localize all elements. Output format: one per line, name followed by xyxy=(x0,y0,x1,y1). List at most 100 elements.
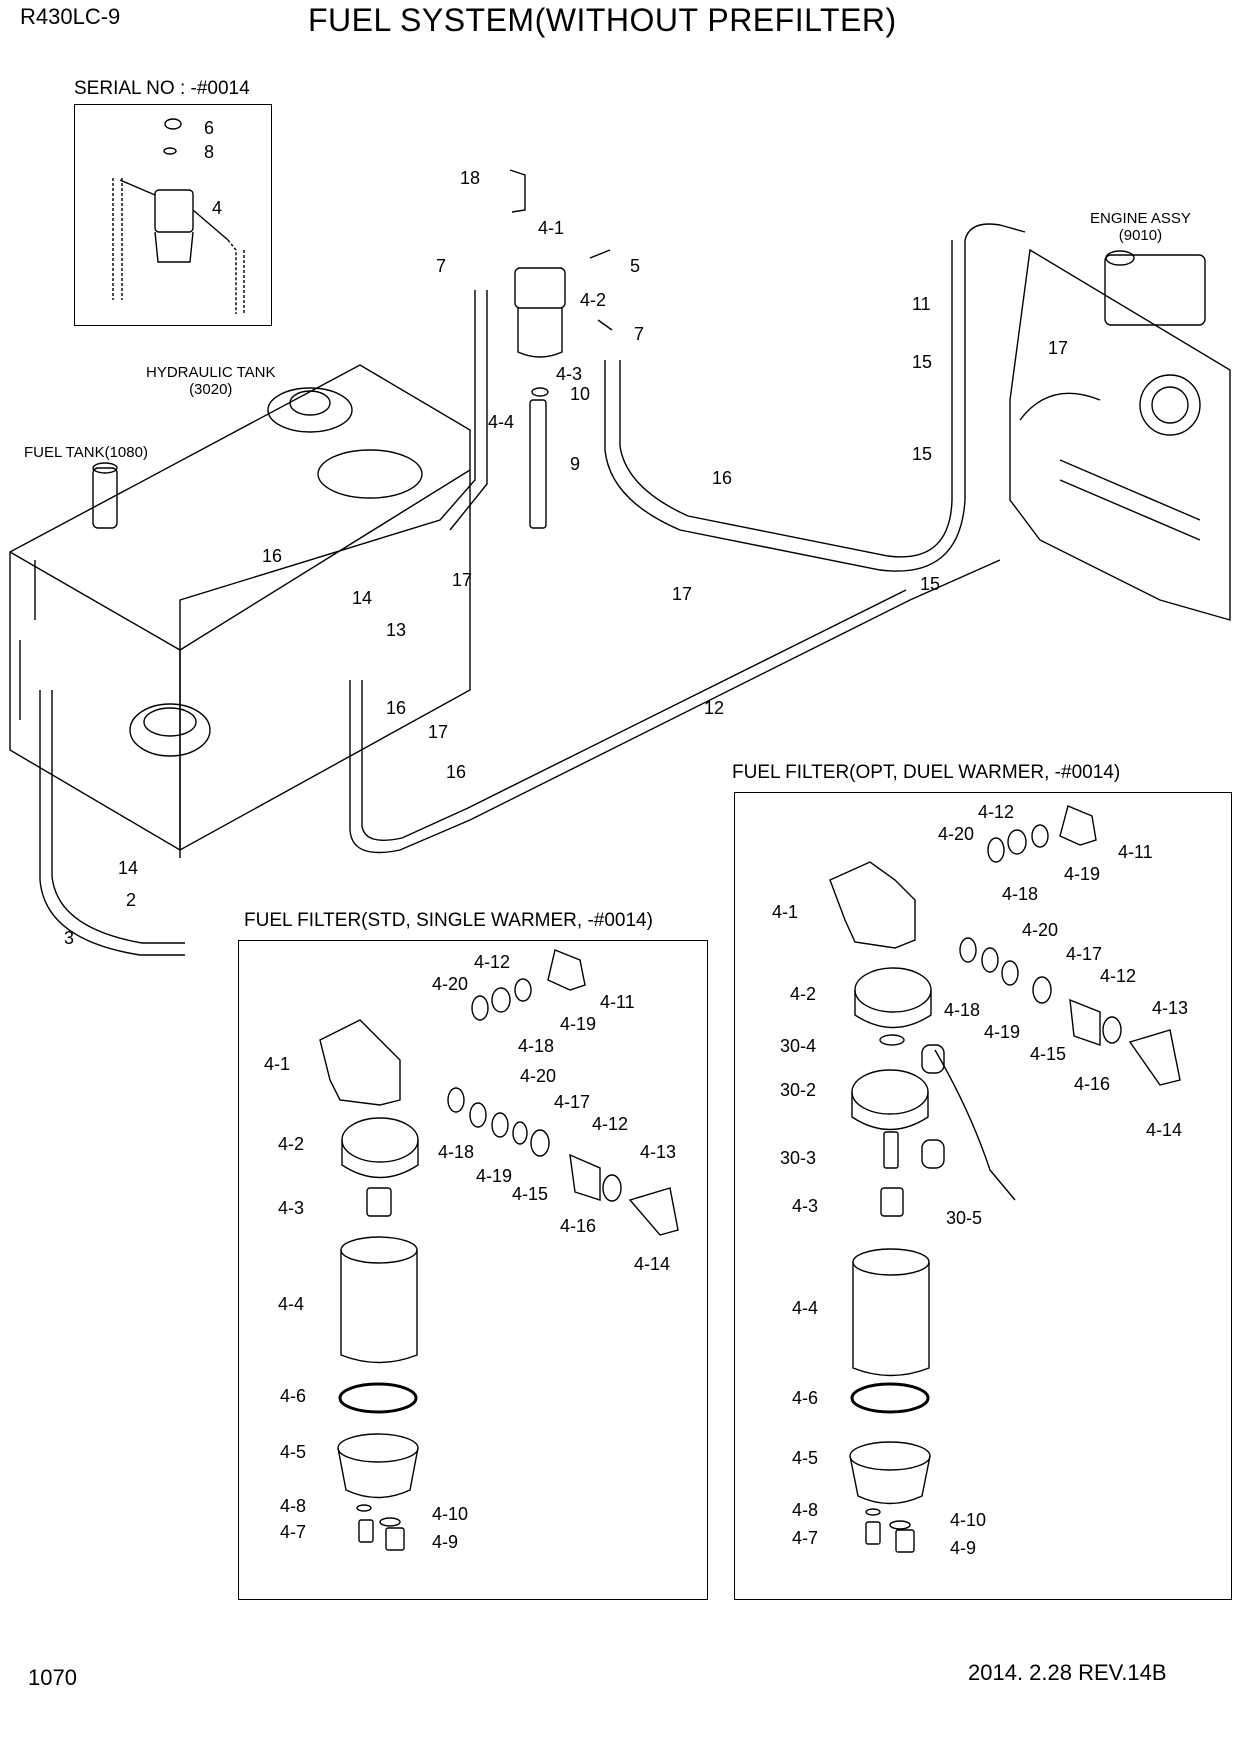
callout-std-1: 4-20 xyxy=(432,974,468,994)
callout-opt-0: 4-12 xyxy=(978,802,1014,822)
callout-std-9: 4-13 xyxy=(640,1142,676,1162)
callout-opt-2: 4-11 xyxy=(1118,842,1153,862)
callout-opt-17: 4-14 xyxy=(1146,1120,1182,1140)
callout-main-22: 17 xyxy=(428,722,448,742)
callout-std-4: 4-18 xyxy=(518,1036,554,1056)
callout-std-20: 4-8 xyxy=(280,1496,306,1516)
callout-main-15: 17 xyxy=(672,584,692,604)
callout-main-0: 18 xyxy=(460,168,480,188)
callout-opt-22: 4-6 xyxy=(792,1388,818,1408)
main-fuel-filter-drawing xyxy=(509,169,613,397)
callout-opt-8: 4-12 xyxy=(1100,966,1136,986)
callout-std-15: 4-14 xyxy=(634,1254,670,1274)
callout-opt-1: 4-20 xyxy=(938,824,974,844)
tank-assembly-drawing xyxy=(9,364,471,851)
callout-main-7: 10 xyxy=(570,384,590,404)
callout-opt-5: 4-1 xyxy=(772,902,798,922)
callout-opt-16: 30-2 xyxy=(780,1080,816,1100)
callout-opt-3: 4-19 xyxy=(1064,864,1100,884)
callout-main-6: 4-3 xyxy=(556,364,582,384)
callout-std-2: 4-11 xyxy=(600,992,635,1012)
model-label: R430LC-9 xyxy=(20,4,121,29)
callout-std-7: 4-17 xyxy=(554,1092,590,1112)
serial-inset-frame xyxy=(74,104,272,326)
callout-main-21: 16 xyxy=(386,698,406,718)
std-filter-inset-title: FUEL FILTER(STD, SINGLE WARMER, -#0014) xyxy=(244,910,653,931)
callout-main-12: 17 xyxy=(1048,338,1068,358)
callout-opt-23: 4-5 xyxy=(792,1448,818,1468)
callout-std-12: 4-19 xyxy=(476,1166,512,1186)
callout-std-14: 4-16 xyxy=(560,1216,596,1236)
callout-main-16: 15 xyxy=(920,574,940,594)
page-number: 1070 xyxy=(28,1665,77,1690)
engine-assembly-drawing xyxy=(1009,248,1231,621)
callout-std-0: 4-12 xyxy=(474,952,510,972)
fuel-lines xyxy=(39,223,1026,956)
opt-filter-inset-title: FUEL FILTER(OPT, DUEL WARMER, -#0014) xyxy=(732,762,1121,783)
callout-std-22: 4-7 xyxy=(280,1522,306,1542)
callout-opt-11: 4-19 xyxy=(984,1022,1020,1042)
engine-assy-note: ENGINE ASSY (9010) xyxy=(1090,210,1191,244)
callout-main-14: 16 xyxy=(712,468,732,488)
callout-opt-4: 4-18 xyxy=(1002,884,1038,904)
callout-main-18: 17 xyxy=(452,570,472,590)
callout-opt-25: 4-10 xyxy=(950,1510,986,1530)
callout-main-17: 16 xyxy=(262,546,282,566)
callout-std-3: 4-19 xyxy=(560,1014,596,1034)
callout-std-10: 4-2 xyxy=(278,1134,304,1154)
callout-serial-2: 4 xyxy=(212,198,222,218)
callout-std-18: 4-6 xyxy=(280,1386,306,1406)
callout-main-10: 11 xyxy=(912,294,931,314)
callout-opt-12: 4-15 xyxy=(1030,1044,1066,1064)
callout-opt-10: 4-18 xyxy=(944,1000,980,1020)
opt-filter-inset-frame xyxy=(734,792,1232,1600)
callout-opt-26: 4-7 xyxy=(792,1528,818,1548)
callout-main-5: 7 xyxy=(634,324,644,344)
callout-std-13: 4-15 xyxy=(512,1184,548,1204)
callout-serial-0: 6 xyxy=(204,118,214,138)
callout-opt-21: 4-4 xyxy=(792,1298,818,1318)
callout-opt-20: 4-3 xyxy=(792,1196,818,1216)
callout-main-9: 9 xyxy=(570,454,580,474)
hydraulic-tank-note-line1: HYDRAULIC TANK xyxy=(146,364,276,381)
callout-main-20: 13 xyxy=(386,620,406,640)
callout-main-4: 4-2 xyxy=(580,290,606,310)
callout-opt-24: 4-8 xyxy=(792,1500,818,1520)
callout-serial-1: 8 xyxy=(204,142,214,162)
engine-assy-note-line2: (9010) xyxy=(1118,227,1163,244)
callout-opt-9: 4-2 xyxy=(790,984,816,1004)
callout-std-6: 4-20 xyxy=(520,1066,556,1086)
std-filter-inset-frame xyxy=(238,940,708,1600)
fuel-tank-note: FUEL TANK(1080) xyxy=(24,444,148,461)
callout-std-21: 4-10 xyxy=(432,1504,468,1524)
serial-inset-title: SERIAL NO : -#0014 xyxy=(74,78,250,99)
callout-opt-13: 4-13 xyxy=(1152,998,1188,1018)
callout-main-8: 4-4 xyxy=(488,412,514,432)
callout-main-26: 2 xyxy=(126,890,136,910)
callout-main-24: 12 xyxy=(704,698,724,718)
callout-opt-15: 4-16 xyxy=(1074,1074,1110,1094)
callout-main-1: 4-1 xyxy=(538,218,564,238)
callout-std-5: 4-1 xyxy=(264,1054,290,1074)
callout-opt-14: 30-4 xyxy=(780,1036,816,1056)
callout-std-16: 4-3 xyxy=(278,1198,304,1218)
callout-main-2: 7 xyxy=(436,256,446,276)
opt-filter-drawing xyxy=(829,805,1181,1553)
callout-opt-19: 30-5 xyxy=(946,1208,982,1228)
revision-date: 2014. 2.28 REV.14B xyxy=(968,1660,1167,1685)
callout-opt-27: 4-9 xyxy=(950,1538,976,1558)
callout-opt-6: 4-20 xyxy=(1022,920,1058,940)
callout-main-27: 3 xyxy=(64,928,74,948)
callout-std-23: 4-9 xyxy=(432,1532,458,1552)
hydraulic-tank-note: HYDRAULIC TANK (3020) xyxy=(146,364,275,398)
callout-main-25: 14 xyxy=(118,858,138,878)
callout-main-11: 15 xyxy=(912,352,932,372)
callout-opt-7: 4-17 xyxy=(1066,944,1102,964)
callout-main-13: 15 xyxy=(912,444,932,464)
callout-std-8: 4-12 xyxy=(592,1114,628,1134)
serial-inset-drawing xyxy=(112,118,245,314)
callout-main-19: 14 xyxy=(352,588,372,608)
page-title: FUEL SYSTEM(WITHOUT PREFILTER) xyxy=(308,2,897,38)
callout-std-11: 4-18 xyxy=(438,1142,474,1162)
